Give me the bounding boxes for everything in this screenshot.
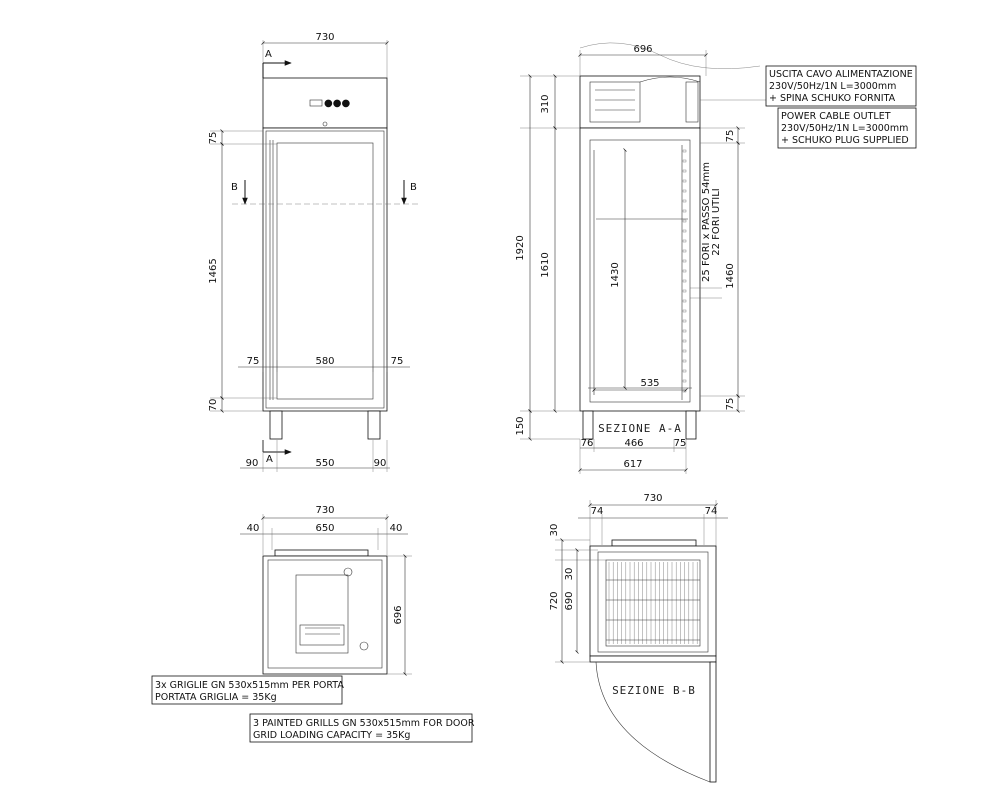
dim-aa-base-mid: 466 (624, 438, 643, 449)
grill-pattern (606, 562, 700, 644)
holes-note-line2: 22 FORI UTILI (711, 188, 722, 256)
dim-aa-base-right: 75 (674, 438, 687, 449)
dim-front-leg-right: 90 (374, 458, 387, 469)
dim-bb-depth-inner: 690 (564, 591, 575, 610)
top-view: 730 40 650 40 696 (240, 505, 412, 676)
cable-note-it-line3: + SPINA SCHUKO FORNITA (769, 93, 896, 104)
section-bb-label: SEZIONE B-B (612, 684, 696, 697)
dim-aa-depth-top: 696 (633, 44, 652, 55)
dim-aa-top-gap: 75 (725, 130, 736, 143)
dim-front-inner-left: 75 (247, 356, 260, 367)
rack-holes (681, 145, 687, 400)
dim-aa-body: 1610 (540, 252, 551, 277)
section-a-top-mark: A (265, 49, 272, 60)
dim-aa-bottom-gap: 75 (725, 398, 736, 411)
section-bb-view: 730 74 74 SEZIONE B-B 720 690 30 30 (549, 493, 728, 783)
section-aa-label: SEZIONE A-A (598, 422, 682, 435)
section-b-left-mark: B (231, 182, 238, 193)
holes-note-line1: 25 FORI x PASSO 54mm (701, 162, 712, 282)
cable-note-it-line1: USCITA CAVO ALIMENTAZIONE (769, 69, 913, 80)
dim-front-inner-width: 580 (315, 356, 334, 367)
dim-front-width: 730 (315, 32, 334, 43)
dim-aa-inner-depth: 535 (640, 378, 659, 389)
cable-note-en-line1: POWER CABLE OUTLET (781, 111, 891, 122)
dim-aa-rail-height: 1460 (725, 263, 736, 288)
grill-note-it-line1: 3x GRIGLIE GN 530x515mm PER PORTA (155, 680, 344, 691)
grill-note-it: 3x GRIGLIE GN 530x515mm PER PORTA PORTAT… (151, 675, 344, 705)
dim-front-leg-left: 90 (246, 458, 259, 469)
grill-note-it-line2: PORTATA GRIGLIA = 35Kg (155, 692, 277, 703)
dim-bb-top-b: 30 (564, 568, 575, 581)
dim-front-leg-span: 550 (315, 458, 334, 469)
front-view: 730 ●●● A A B B 75 (208, 32, 418, 472)
dim-top-depth: 696 (393, 605, 404, 624)
dim-bb-top-a: 30 (549, 524, 560, 537)
dim-aa-base-left: 76 (581, 438, 594, 449)
dim-top-left: 40 (247, 523, 260, 534)
dim-bb-right: 74 (705, 506, 718, 517)
grill-note-en-line1: 3 PAINTED GRILLS GN 530x515mm FOR DOOR (253, 718, 475, 729)
dim-bb-width: 730 (643, 493, 662, 504)
cable-note-en-line2: 230V/50Hz/1N L=3000mm (781, 123, 908, 134)
dim-front-door-frame-top: 75 (208, 132, 219, 145)
dim-aa-top-unit: 310 (540, 94, 551, 113)
dim-bb-left: 74 (591, 506, 604, 517)
dim-aa-inner: 1430 (610, 262, 621, 287)
grill-note-en: 3 PAINTED GRILLS GN 530x515mm FOR DOOR G… (249, 713, 475, 743)
dim-aa-height-total: 1920 (515, 235, 526, 260)
dim-top-mid: 650 (315, 523, 334, 534)
dim-bb-depth-outer: 720 (549, 591, 560, 610)
dim-aa-base-total: 617 (623, 459, 642, 470)
section-a-bottom-mark: A (266, 454, 273, 465)
grill-note-en-line2: GRID LOADING CAPACITY = 35Kg (253, 730, 410, 741)
cable-note-it: USCITA CAVO ALIMENTAZIONE 230V/50Hz/1N L… (765, 65, 917, 107)
dim-top-right: 40 (390, 523, 403, 534)
dim-top-width: 730 (315, 505, 334, 516)
dim-front-inner-right: 75 (391, 356, 404, 367)
cable-note-en: POWER CABLE OUTLET 230V/50Hz/1N L=3000mm… (777, 107, 917, 149)
dim-front-door-bottom: 70 (208, 399, 219, 412)
section-aa-view: SEZIONE A-A 696 1920 150 310 1610 1430 2… (515, 42, 780, 474)
dim-front-door-height: 1465 (208, 258, 219, 283)
cable-note-en-line3: + SCHUKO PLUG SUPPLIED (781, 135, 909, 146)
control-panel-icon: ●●● (324, 98, 350, 109)
section-b-right-mark: B (410, 182, 417, 193)
cable-note-it-line2: 230V/50Hz/1N L=3000mm (769, 81, 896, 92)
dim-aa-legs: 150 (515, 416, 526, 435)
